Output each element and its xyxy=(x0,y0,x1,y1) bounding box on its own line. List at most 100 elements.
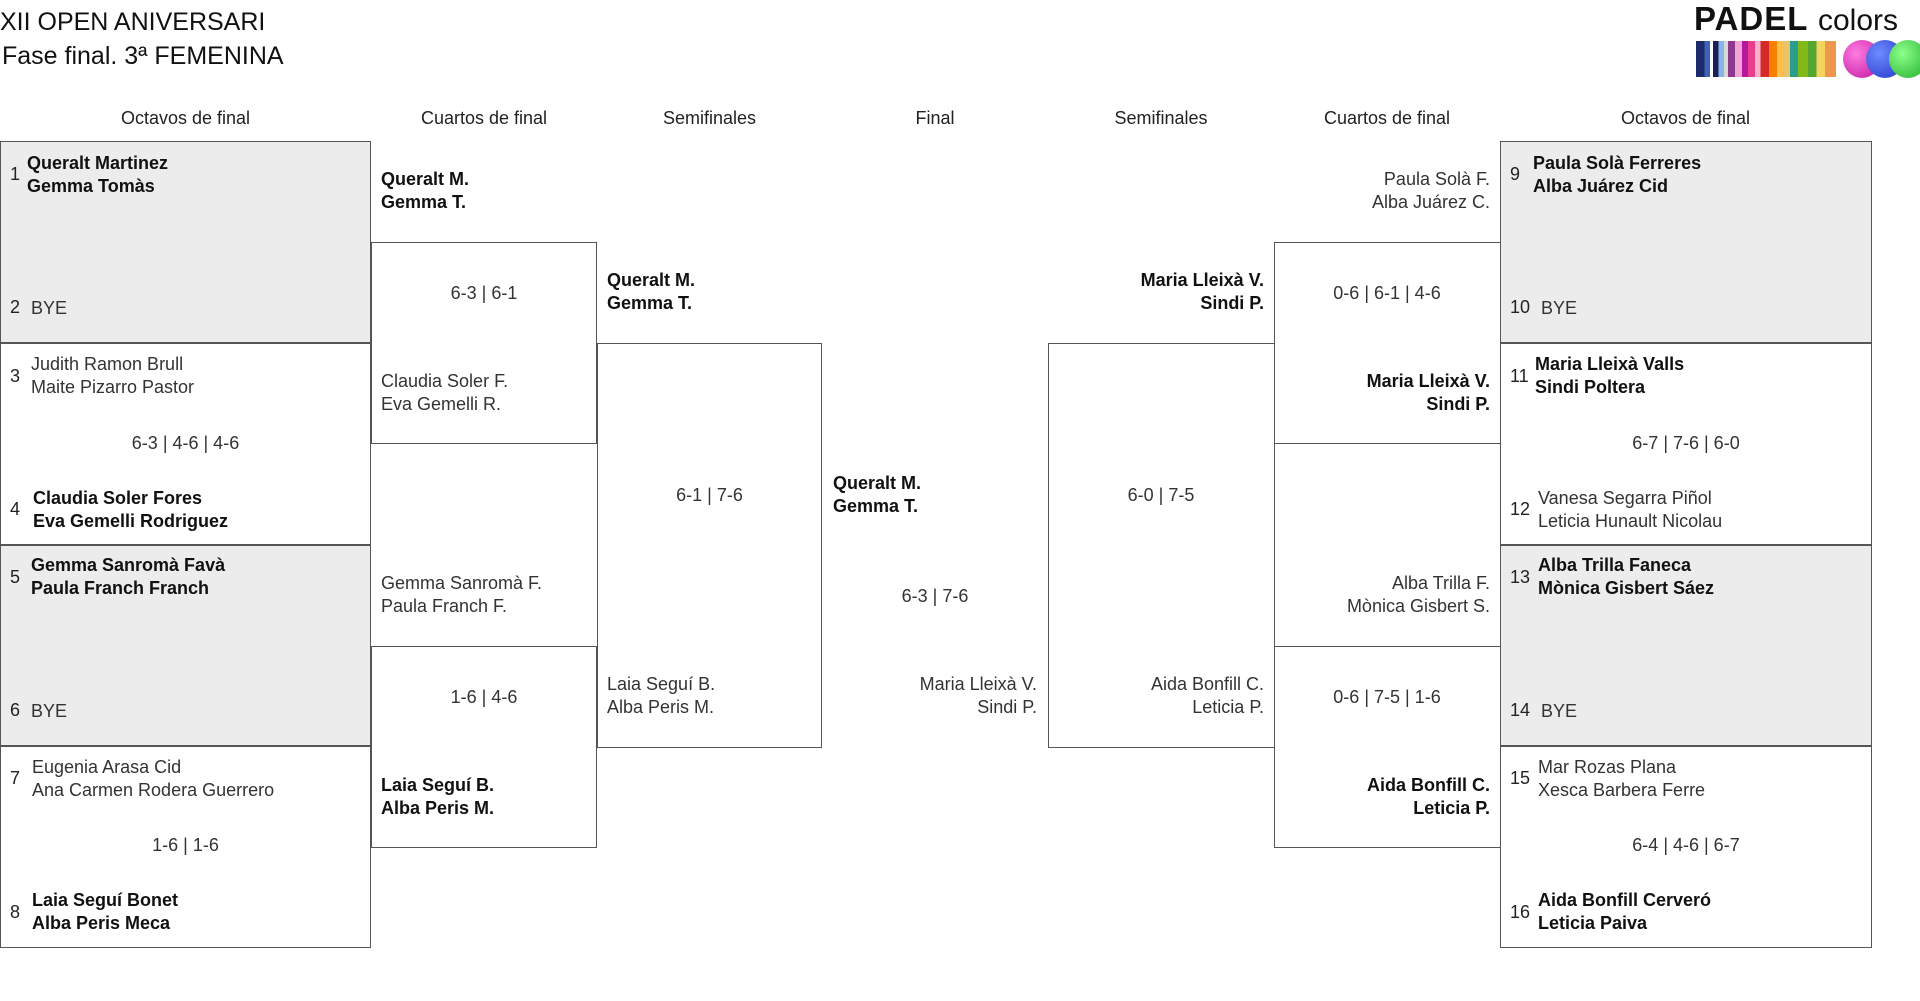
match-score: 6-3 | 6-1 xyxy=(450,283,518,303)
team-player: Maite Pizarro Pastor xyxy=(31,377,195,397)
tournament-title: XII OPEN ANIVERSARI xyxy=(0,8,266,36)
seed-number: 6 xyxy=(10,700,21,720)
team-player: BYE xyxy=(1541,298,1578,318)
team-player: Gemma Sanromà Favà xyxy=(31,555,226,575)
left-r16-match-1 xyxy=(0,141,371,343)
match-score: 0-6 | 7-5 | 1-6 xyxy=(1333,687,1441,707)
right-sf-match xyxy=(1048,343,1275,748)
match-score: 6-4 | 4-6 | 6-7 xyxy=(1632,835,1740,855)
team-player: Leticia Hunault Nicolau xyxy=(1538,511,1723,531)
team-player: Laia Seguí Bonet xyxy=(32,890,179,910)
team-player: Leticia P. xyxy=(1192,697,1264,717)
seed-number: 11 xyxy=(1510,366,1529,386)
logo-word-colors: colors xyxy=(1817,4,1898,37)
team-player: Maria Lleixà V. xyxy=(919,674,1037,694)
seed-number: 16 xyxy=(1510,902,1531,922)
left-r16-match-2 xyxy=(0,343,371,545)
right-r16-match-3 xyxy=(1500,545,1872,746)
team-player: Queralt M. xyxy=(607,270,696,290)
match-score: 6-7 | 7-6 | 6-0 xyxy=(1632,433,1740,453)
seed-number: 4 xyxy=(10,499,21,519)
team-player: BYE xyxy=(31,701,68,721)
left-r16-match-4 xyxy=(0,746,371,948)
seed-number: 14 xyxy=(1510,700,1531,720)
round-header-right-sf: Semifinales xyxy=(1114,108,1208,128)
round-header-final: Final xyxy=(915,108,955,128)
tournament-subtitle: Fase final. 3ª FEMENINA xyxy=(2,42,284,70)
team-player: Gemma T. xyxy=(607,293,693,313)
round-header-left-sf: Semifinales xyxy=(662,108,757,128)
team-player: Gemma Tomàs xyxy=(27,176,155,196)
left-sf-match xyxy=(597,343,822,748)
team-player: Paula Franch F. xyxy=(381,596,508,616)
team-player: Aida Bonfill C. xyxy=(1150,674,1264,694)
team-player: Alba Juárez C. xyxy=(1371,192,1490,212)
team-player: Alba Trilla F. xyxy=(1391,573,1490,593)
seed-number: 1 xyxy=(10,164,21,184)
team-player: Paula Solà F. xyxy=(1383,169,1490,189)
team-player: Laia Seguí B. xyxy=(381,775,495,795)
team-player: BYE xyxy=(1541,701,1578,721)
round-header-right-qf: Cuartos de final xyxy=(1323,108,1451,128)
team-player: BYE xyxy=(31,298,68,318)
team-player: Eva Gemelli Rodriguez xyxy=(33,511,229,531)
team-player: Gemma T. xyxy=(833,496,919,516)
seed-number: 5 xyxy=(10,567,21,587)
team-player: Sindi P. xyxy=(977,697,1037,717)
match-score: 6-1 | 7-6 xyxy=(676,485,743,505)
seed-number: 3 xyxy=(10,366,21,386)
match-score: 6-0 | 7-5 xyxy=(1127,485,1195,505)
team-player: Xesca Barbera Ferre xyxy=(1538,780,1706,800)
logo-word-padel: PADEL xyxy=(1694,0,1808,37)
team-player: Claudia Soler F. xyxy=(381,371,509,391)
seed-number: 10 xyxy=(1510,297,1531,317)
seed-number: 9 xyxy=(1510,164,1521,184)
team-player: Queralt Martinez xyxy=(27,153,169,173)
team-player: Alba Trilla Faneca xyxy=(1538,555,1692,575)
team-player: Sindi P. xyxy=(1200,293,1264,313)
match-score: 6-3 | 4-6 | 4-6 xyxy=(131,433,240,453)
right-r16-match-4 xyxy=(1500,746,1872,948)
team-player: Sindi Poltera xyxy=(1535,377,1646,397)
left-qf-match-2 xyxy=(371,646,597,848)
team-player: Maria Lleixà V. xyxy=(1140,270,1264,290)
team-player: Queralt M. xyxy=(833,473,922,493)
team-player: Leticia P. xyxy=(1413,798,1490,818)
team-player: Mar Rozas Plana xyxy=(1538,757,1677,777)
seed-number: 13 xyxy=(1510,567,1531,587)
team-player: Eva Gemelli R. xyxy=(381,394,502,414)
team-player: Aida Bonfill C. xyxy=(1367,775,1490,795)
team-player: Alba Peris M. xyxy=(607,697,715,717)
team-player: Alba Juárez Cid xyxy=(1533,176,1669,196)
seed-number: 12 xyxy=(1510,499,1531,519)
team-player: Sindi P. xyxy=(1426,394,1490,414)
team-player: Aida Bonfill Cerveró xyxy=(1538,890,1712,910)
final-score: 6-3 | 7-6 xyxy=(901,586,969,606)
team-player: Eugenia Arasa Cid xyxy=(32,757,182,777)
seed-number: 8 xyxy=(10,902,21,922)
right-r16-match-2 xyxy=(1500,343,1872,545)
team-player: Gemma Sanromà F. xyxy=(381,573,543,593)
team-player: Ana Carmen Rodera Guerrero xyxy=(32,780,275,800)
left-qf-match-1 xyxy=(371,242,597,444)
team-player: Judith Ramon Brull xyxy=(31,354,184,374)
match-score: 0-6 | 6-1 | 4-6 xyxy=(1333,283,1441,303)
team-player: Claudia Soler Fores xyxy=(33,488,203,508)
green-ball-icon xyxy=(1889,40,1920,78)
team-player: Gemma T. xyxy=(381,192,467,212)
team-player: Laia Seguí B. xyxy=(607,674,716,694)
round-header-right-r16: Octavos de final xyxy=(1620,108,1751,128)
team-player: Vanesa Segarra Piñol xyxy=(1538,488,1712,508)
team-player: Paula Solà Ferreres xyxy=(1533,153,1702,173)
logo-stripes-graphic xyxy=(1696,41,1836,77)
seed-number: 2 xyxy=(10,297,21,317)
team-player: Queralt M. xyxy=(381,169,470,189)
match-score: 1-6 | 4-6 xyxy=(450,687,518,707)
team-player: Maria Lleixà V. xyxy=(1366,371,1490,391)
round-header-left-r16: Octavos de final xyxy=(120,108,251,128)
team-player: Leticia Paiva xyxy=(1538,913,1648,933)
round-header-left-qf: Cuartos de final xyxy=(420,108,548,128)
team-player: Mònica Gisbert S. xyxy=(1346,596,1490,616)
seed-number: 7 xyxy=(10,768,21,788)
team-player: Alba Peris Meca xyxy=(32,913,171,933)
